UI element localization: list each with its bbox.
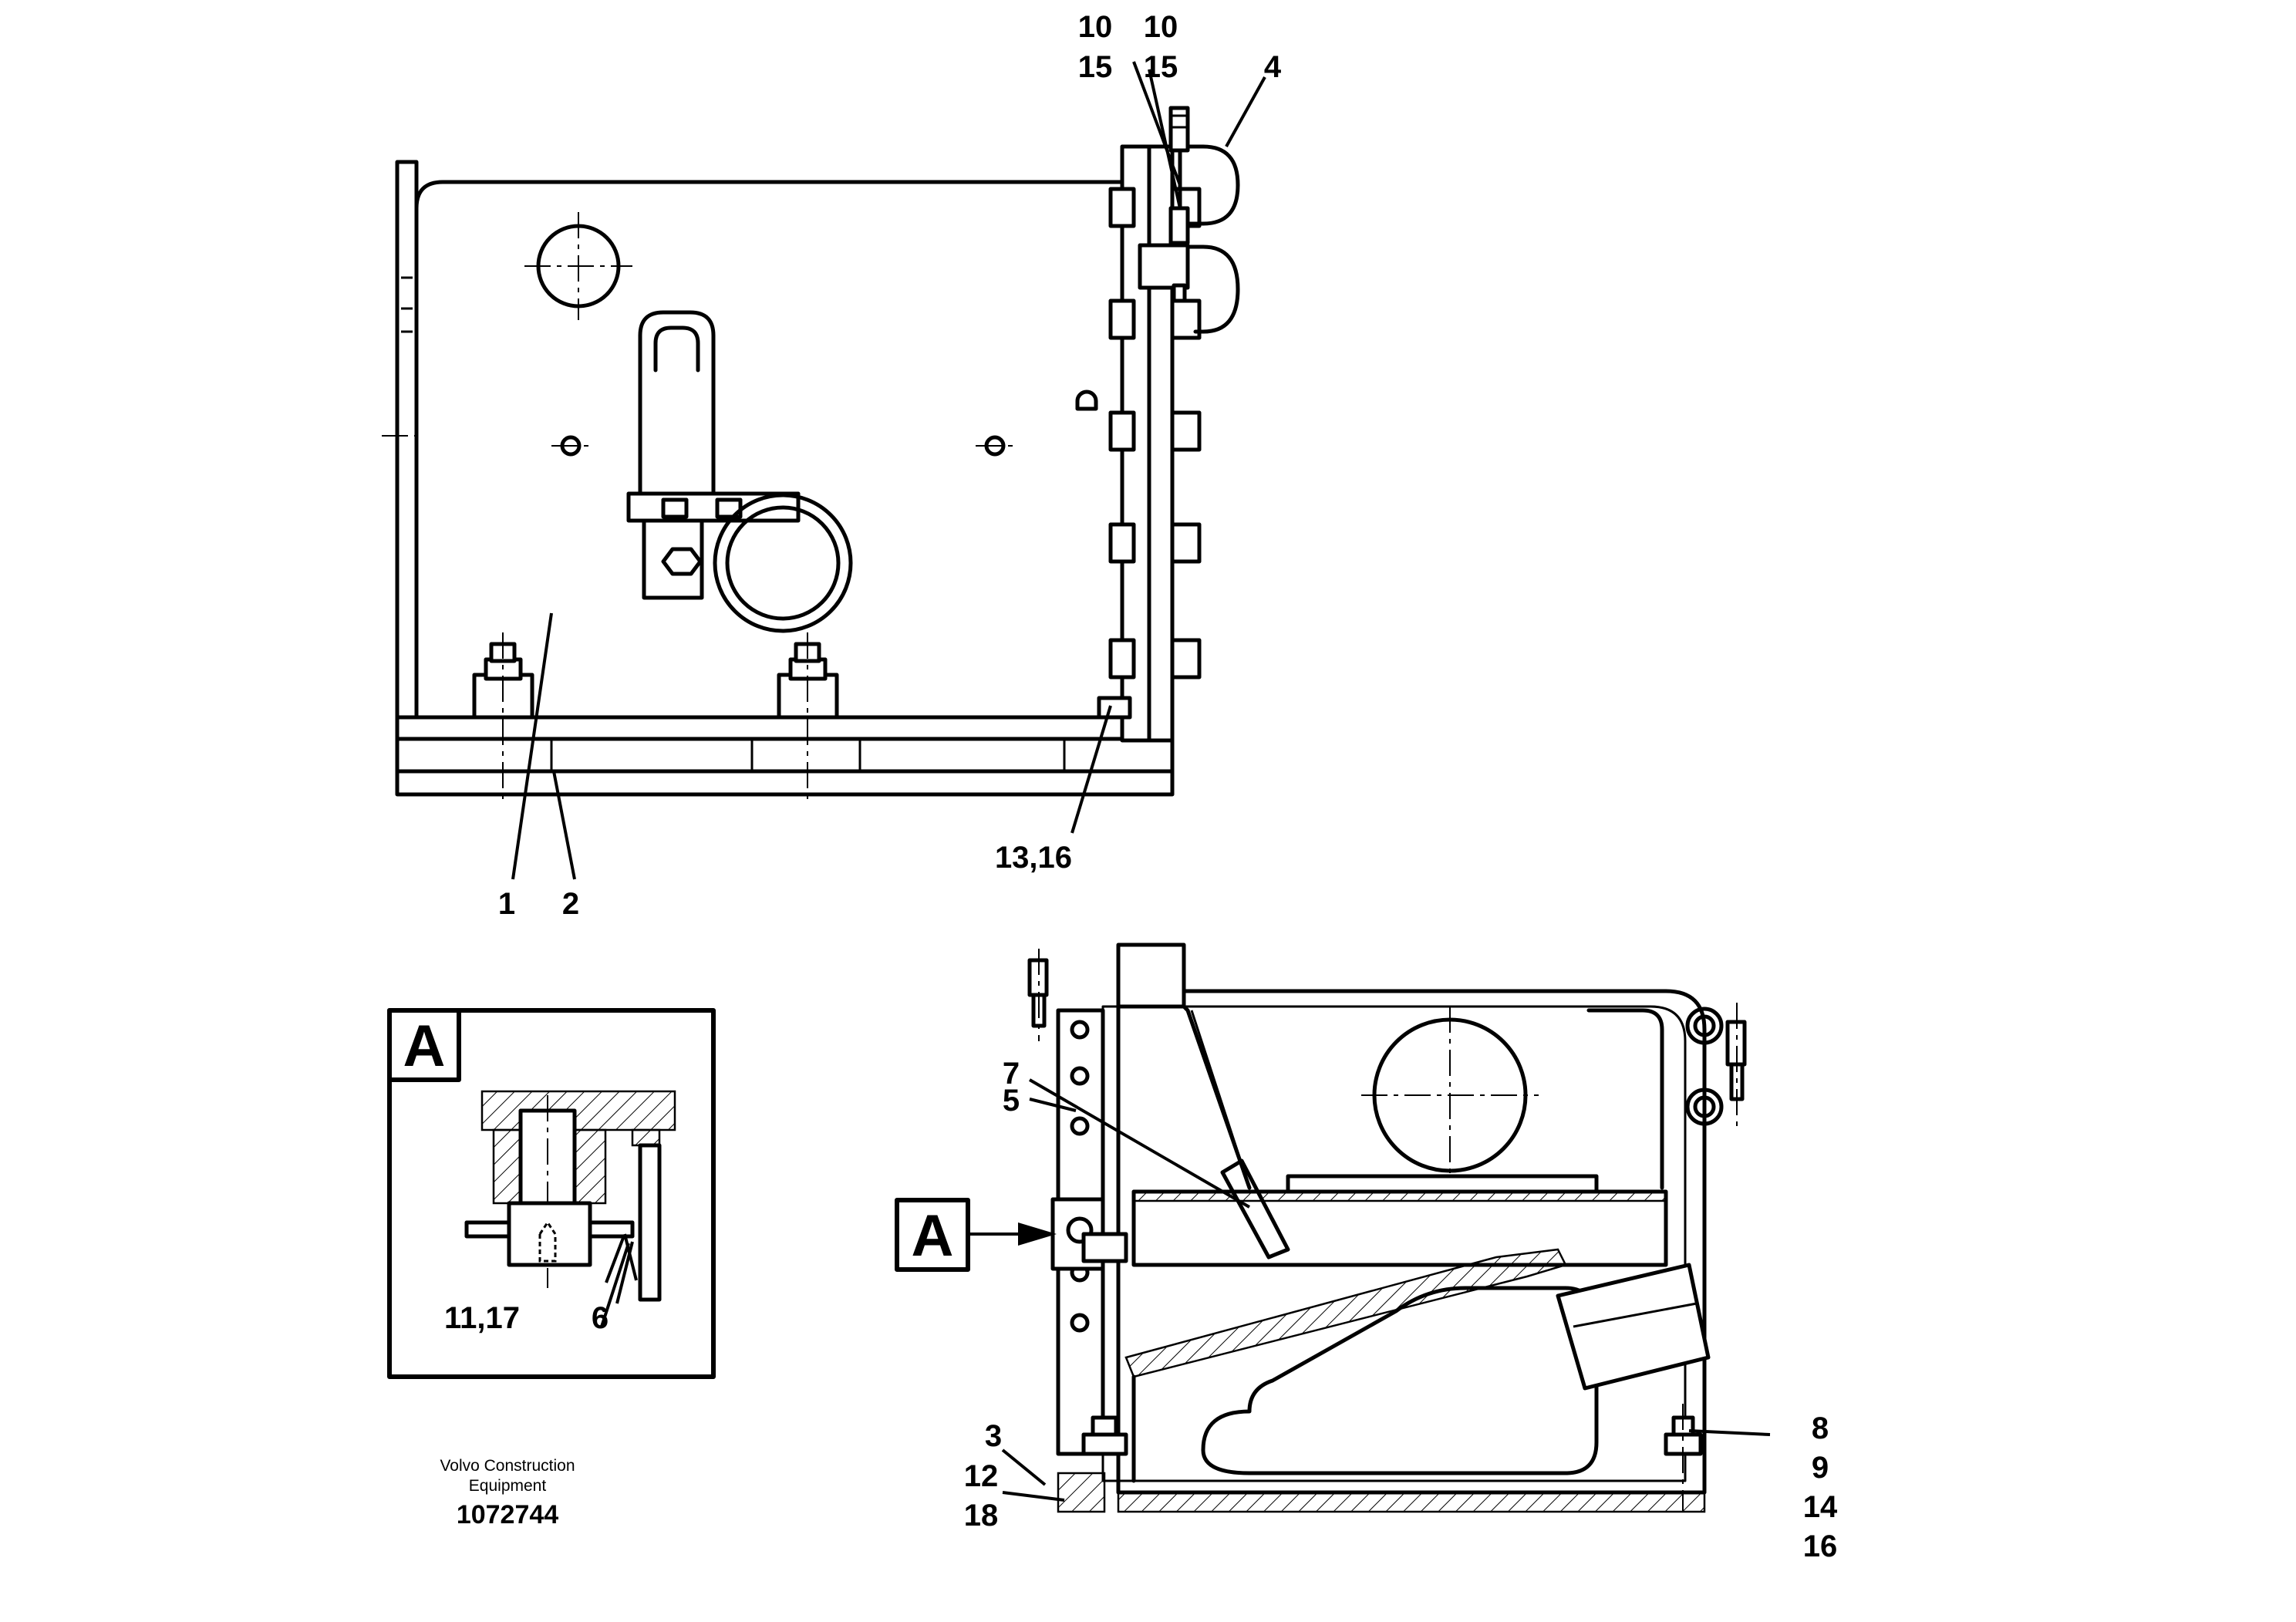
callout-16: 16 [1803,1529,1838,1563]
filter-box [1131,1189,1668,1267]
callout-4: 4 [1264,50,1282,84]
callout-9: 9 [1812,1451,1829,1485]
company-line-2: Equipment [469,1477,547,1495]
bottom-bolt-left [472,632,534,802]
detail-a-box: A 11,17 6 [387,1008,716,1379]
view-arrow-icon [968,1222,1057,1246]
callout-2: 2 [562,887,579,921]
company-line-1: Volvo Construction [440,1457,575,1475]
callout-12: 12 [964,1459,999,1493]
footer-caption: Volvo Construction Equipment 1072744 [440,1457,575,1529]
callout-6: 6 [592,1301,609,1335]
callout-8: 8 [1812,1411,1829,1445]
section-view: A 7 5 3 12 18 8 9 14 16 [895,943,1838,1563]
bottom-plate [395,737,1175,774]
main-panel [414,180,1124,720]
bottom-bolt-mid [777,632,839,802]
drawing-number: 1072744 [457,1500,558,1529]
callout-18: 18 [964,1499,999,1533]
callout-7: 7 [1003,1057,1020,1091]
callout-15a: 15 [1078,50,1113,84]
view-marker-a: A [912,1203,954,1269]
section-housing [1116,989,1707,1495]
callout-11-17: 11,17 [444,1301,520,1335]
callout-10a: 10 [1078,10,1113,44]
callout-5: 5 [1003,1084,1020,1118]
top-view: 10 10 15 15 4 1 2 13,16 [382,10,1282,921]
callout-15b: 15 [1144,50,1178,84]
angled-tube [1556,1263,1711,1391]
callout-3: 3 [985,1419,1002,1453]
left-flange [395,160,419,750]
callout-10b: 10 [1144,10,1178,44]
bolt-icon [1108,187,1136,679]
callout-14: 14 [1803,1490,1838,1524]
detail-a-title: A [403,1013,446,1079]
handle-bracket [638,310,716,508]
bottom-rail [395,715,1175,741]
bottom-base [395,769,1175,797]
callout-1: 1 [498,887,515,921]
callout-13-16: 13,16 [995,841,1072,875]
clamp-icon [713,493,853,633]
